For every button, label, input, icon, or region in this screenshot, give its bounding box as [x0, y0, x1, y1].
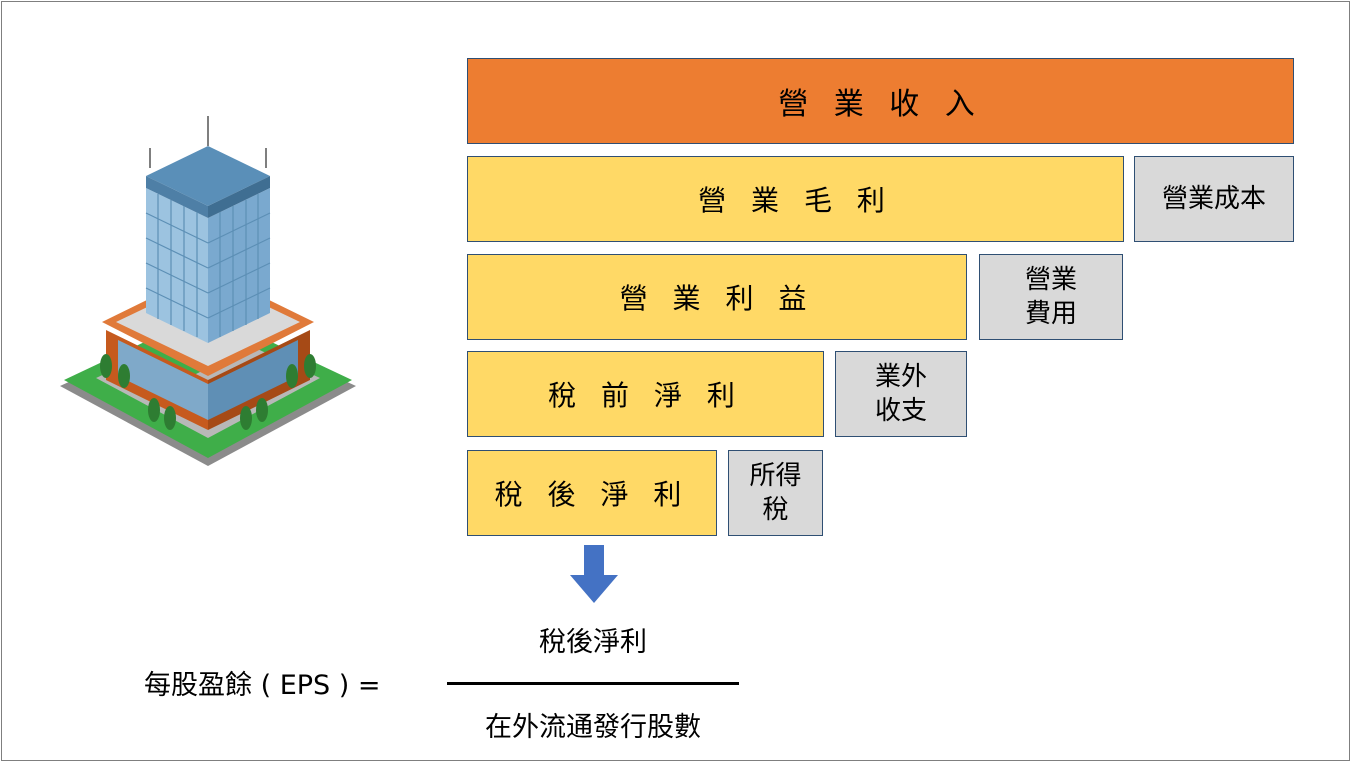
operating-income-box: 營 業 利 益 [467, 254, 967, 340]
revenue-label: 營 業 收 入 [778, 87, 983, 122]
eps-formula-label: 每股盈餘 ( EPS ) = [144, 670, 381, 701]
net-income-label: 稅 後 淨 利 [494, 478, 690, 511]
net-income-box: 稅 後 淨 利 [467, 450, 717, 536]
office-building-icon [60, 116, 356, 466]
gross-profit-box: 營 業 毛 利 [467, 156, 1124, 242]
non-operating-box: 業外 收支 [835, 351, 967, 437]
eps-numerator: 稅後淨利 [539, 627, 647, 658]
operating-income-label: 營 業 利 益 [619, 282, 815, 315]
pretax-income-label: 稅 前 淨 利 [548, 379, 743, 412]
non-operating-label: 業外 收支 [874, 362, 927, 426]
operating-expense-box: 營業 費用 [979, 254, 1123, 340]
gross-profit-label: 營 業 毛 利 [698, 184, 893, 217]
operating-expense-label: 營業 費用 [1024, 265, 1077, 329]
eps-denominator: 在外流通發行股數 [485, 712, 701, 743]
operating-cost-box: 營業成本 [1134, 156, 1294, 242]
operating-cost-label: 營業成本 [1161, 184, 1266, 214]
arrow-down-icon [570, 545, 618, 603]
fraction-line [447, 682, 739, 685]
pretax-income-box: 稅 前 淨 利 [467, 351, 824, 437]
revenue-box: 營 業 收 入 [467, 58, 1294, 144]
income-tax-label: 所得 稅 [749, 461, 802, 525]
income-tax-box: 所得 稅 [728, 450, 823, 536]
